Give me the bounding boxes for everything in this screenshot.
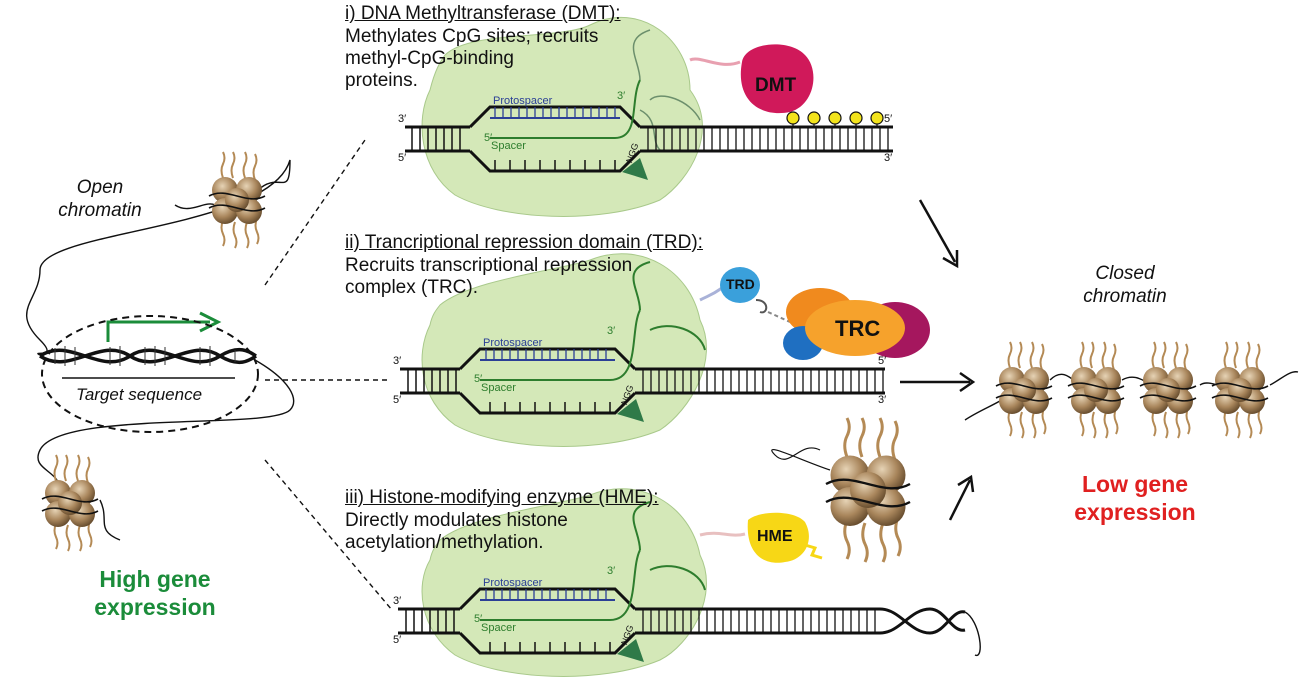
arrow-icon <box>942 250 959 269</box>
panel-hme <box>398 416 981 677</box>
trd-domain-icon <box>720 267 760 303</box>
three-prime-label: 3′ <box>393 595 402 607</box>
guide-five-prime-label: 5′ <box>474 613 483 625</box>
three-prime-label: 3′ <box>884 152 893 164</box>
target-helix <box>39 311 259 433</box>
pam-icon <box>617 399 644 422</box>
trc-label: TRC <box>835 316 881 341</box>
five-prime-label: 5′ <box>878 355 887 367</box>
arrow-icon <box>959 371 976 393</box>
spacer-label: Spacer <box>481 622 516 634</box>
guide-three-prime-label: 3′ <box>617 90 626 102</box>
nucleosome-icon <box>824 416 912 564</box>
five-prime-label: 5′ <box>393 634 402 646</box>
three-prime-label: 3′ <box>878 394 887 406</box>
panel-iii-heading: iii) Histone-modifying enzyme (HME): <box>345 487 659 508</box>
three-prime-label: 3′ <box>398 113 407 125</box>
pam-icon <box>622 158 648 180</box>
nucleosome-icon <box>1211 341 1269 439</box>
pam-icon <box>617 639 644 662</box>
tss-arrow-icon <box>106 320 210 342</box>
nucleosome-icon <box>41 454 99 552</box>
nucleosome-icon <box>995 341 1053 439</box>
guide-three-prime-label: 3′ <box>607 325 616 337</box>
arrow-icon <box>957 474 975 493</box>
trd-label: TRD <box>726 276 755 292</box>
panel-i-heading: i) DNA Methyltransferase (DMT): <box>345 3 621 24</box>
guide-three-prime-label: 3′ <box>607 565 616 577</box>
five-prime-label: 5′ <box>393 394 402 406</box>
five-prime-label: 5′ <box>884 113 893 125</box>
hme-enzyme-icon <box>747 512 809 563</box>
three-prime-label: 3′ <box>393 355 402 367</box>
spacer-label: Spacer <box>491 140 526 152</box>
target-sequence-label: Target sequence <box>76 385 203 404</box>
hme-label: HME <box>757 528 793 545</box>
trc-complex-icon <box>783 288 930 360</box>
methyl-groups <box>786 111 884 127</box>
closed-chromatin-array <box>964 341 1299 439</box>
panel-trd <box>400 253 930 447</box>
dmt-label: DMT <box>755 75 797 96</box>
target-ellipse <box>41 315 259 433</box>
spacer-label: Spacer <box>481 382 516 394</box>
protospacer-label: Protospacer <box>483 337 543 349</box>
guide-five-prime-label: 5′ <box>474 373 483 385</box>
dmt-enzyme-icon <box>740 44 814 114</box>
nucleosome-icon <box>1067 341 1125 439</box>
guide-five-prime-label: 5′ <box>484 132 493 144</box>
nucleosome-icon <box>208 151 266 249</box>
panel-ii-heading: ii) Trancriptional repression domain (TR… <box>345 232 703 253</box>
protospacer-label: Protospacer <box>483 577 543 589</box>
five-prime-label: 5′ <box>398 152 407 164</box>
nucleosome-icon <box>1139 341 1197 439</box>
panel-dmt <box>405 16 893 217</box>
chromatin-fiber-left <box>26 159 295 541</box>
protospacer-label: Protospacer <box>493 95 553 107</box>
